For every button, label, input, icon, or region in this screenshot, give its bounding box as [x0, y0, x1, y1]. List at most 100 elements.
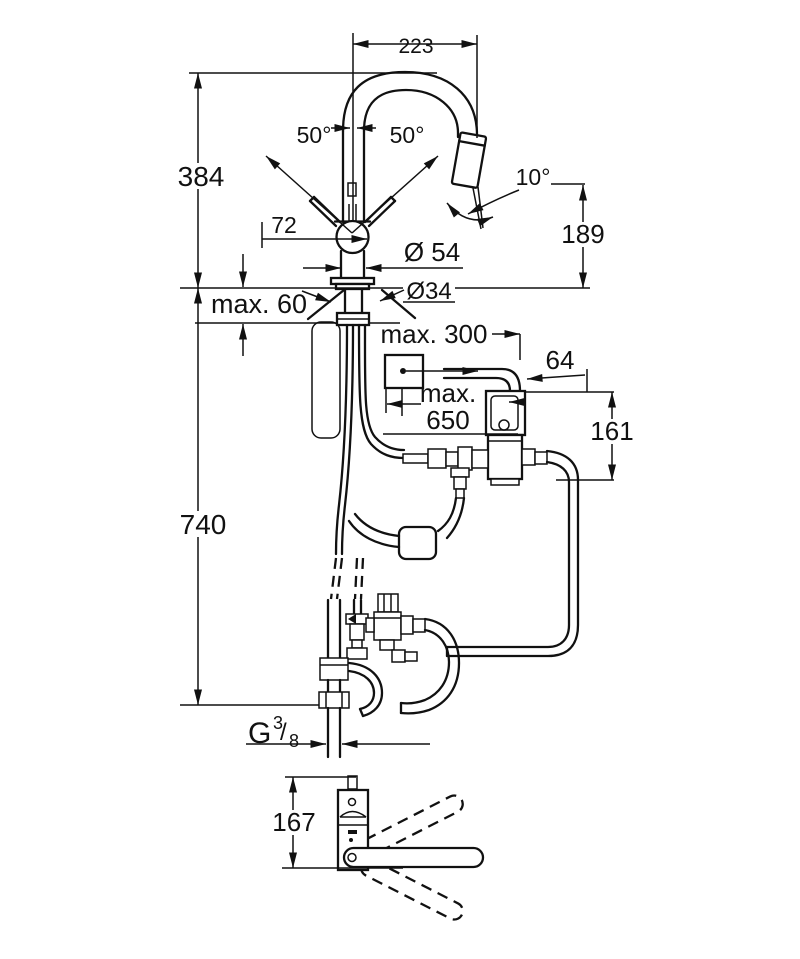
hose-to-valve [357, 323, 406, 460]
end-nut [346, 647, 368, 660]
solenoid-valve-base [490, 478, 520, 486]
lever-dashed-up [359, 794, 464, 857]
lever-dashed-down [359, 858, 464, 921]
plug-point [400, 368, 406, 374]
supply-tee [319, 657, 349, 681]
hose-down-1 [334, 323, 349, 556]
control-box-button [498, 419, 510, 431]
spout-arc-inner [362, 88, 460, 139]
cap-dome [339, 810, 367, 818]
mixing-valve-cap [377, 593, 399, 613]
control-cable-inner [442, 376, 512, 393]
faucet-top-view [336, 775, 485, 921]
dim-control-box-width: 64 [546, 345, 575, 375]
outlet-hose-loop-inner [445, 460, 571, 649]
filter-hose-left [347, 519, 401, 549]
sensor-dot [347, 797, 357, 807]
lever-hub [347, 852, 357, 863]
outlet-fitting [521, 448, 536, 466]
below-counter-plumbing [311, 321, 580, 759]
spout-tip-mark [347, 775, 358, 790]
lever-right-bar [367, 199, 397, 228]
dimension-annotations: 223 384 50° 50° 72 10° 189 Ø 54 [178, 35, 634, 869]
spray-head [450, 131, 488, 189]
valve-hose-loop-outer [399, 617, 461, 715]
dim-cable-length: max. 300 [381, 319, 488, 349]
hose-break [335, 557, 344, 600]
valve-bottom-port [379, 639, 395, 651]
angle-arc-10deg [446, 202, 494, 227]
swivel-line-left [265, 155, 353, 234]
lever-left-bar [308, 199, 338, 228]
hose-break [353, 557, 359, 600]
swivel-line-right [351, 155, 439, 234]
bottom-coupling-nut [404, 651, 418, 662]
counter-section [180, 287, 590, 327]
hose-to-valve [363, 323, 406, 452]
dim-spout-height: 384 [178, 161, 225, 192]
coupling-nut [445, 451, 459, 467]
dim-hose-length-2: 650 [426, 405, 469, 435]
thread-letter: G [248, 717, 271, 750]
ball-joint [335, 219, 370, 255]
filter-hose [436, 496, 458, 533]
lever-solid [342, 846, 485, 869]
supply-nut [318, 691, 350, 709]
tee-body [453, 476, 467, 490]
dim-counter-thickness: max. 60 [211, 289, 307, 319]
logo-mark [348, 830, 357, 834]
dim-swivel-right: 50° [390, 122, 425, 148]
branch-hose-inner [347, 669, 376, 711]
branch-hose-outer [347, 661, 384, 718]
tee-connector-body [349, 623, 365, 641]
dim-hole-diameter: Ø34 [406, 278, 451, 305]
spout-arc-outer [341, 70, 479, 141]
filter-hose-left [353, 512, 401, 538]
dim-outlet-height: 189 [561, 219, 604, 249]
thread-divider: / [280, 719, 287, 746]
coupling [427, 448, 447, 469]
dia34-leader-left [301, 290, 332, 303]
hose-end-fitting [402, 453, 429, 464]
valve-right-port [400, 615, 414, 635]
dim-handle-length: 167 [272, 807, 315, 837]
dim-swivel-left: 50° [297, 122, 332, 148]
pullout-release-clip [347, 182, 357, 197]
base-ring [334, 282, 371, 291]
check-valve [457, 446, 473, 471]
dim-spout-reach: 223 [398, 35, 433, 58]
flow-arrow [348, 614, 356, 624]
detail-dot [349, 838, 353, 842]
tee-stub [455, 488, 465, 499]
inlet-fitting [471, 449, 489, 469]
hose-open-end [358, 707, 365, 718]
dim-line-64 [526, 373, 586, 382]
hose-down-1 [340, 323, 355, 556]
mixing-valve-body [373, 611, 402, 641]
inline-filter [397, 525, 438, 561]
thread-denominator: 8 [289, 731, 299, 751]
dia34-leader-right [379, 289, 405, 302]
outlet-hose-loop-outer [445, 449, 580, 658]
bottom-coupling [391, 649, 406, 663]
tee-fitting [450, 467, 470, 478]
dim-hose-length-1: max. [420, 378, 476, 408]
drill-hole-left-slant [306, 288, 346, 321]
dim-control-box-height: 161 [590, 416, 633, 446]
outlet-nut [534, 451, 548, 465]
dim-below-counter-height: 740 [180, 509, 227, 540]
hose-break [329, 557, 338, 600]
valve-right-nut [412, 618, 426, 633]
dim-spray-angle: 10° [516, 164, 551, 190]
control-cable-outer [442, 367, 522, 393]
dim-body-diameter: Ø 54 [404, 237, 460, 267]
filter-hose [445, 496, 466, 540]
dim-lever-offset: 72 [271, 212, 297, 238]
tee-stub [351, 639, 363, 649]
valve-hose-loop-inner [399, 628, 451, 705]
hose-break [359, 557, 365, 600]
valve-left-port [365, 617, 375, 633]
thread-numerator: 3 [273, 713, 283, 733]
